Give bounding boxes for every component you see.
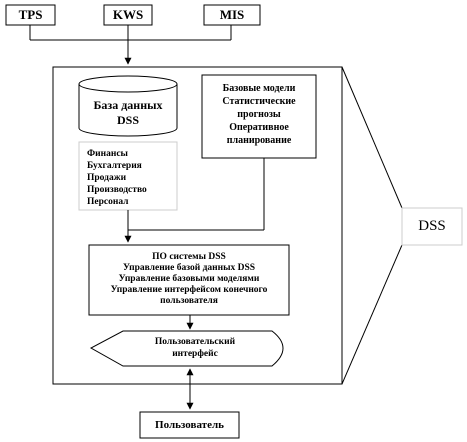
software-label-line: пользователя <box>160 296 218 306</box>
models-label-line: прогнозы <box>237 109 281 120</box>
user-interface-shape <box>89 330 284 367</box>
user-interface-label-line: интерфейс <box>172 349 218 359</box>
user-box <box>139 411 240 439</box>
database-cylinder <box>78 84 178 137</box>
mis-box <box>203 4 261 26</box>
data-category-item: Производство <box>87 185 147 195</box>
dss-label: DSS <box>418 218 446 234</box>
callout-line-top <box>341 66 403 209</box>
dss-label-box <box>401 207 463 246</box>
database-cylinder-top <box>78 75 178 93</box>
models-label: Базовые модели Статистические прогнозы О… <box>202 82 316 147</box>
software-label-line: Управление базовыми моделями <box>118 274 260 284</box>
data-category-item: Финансы <box>87 149 128 159</box>
models-label-line: Оперативное <box>229 122 289 133</box>
kws-label: KWS <box>112 7 144 22</box>
database-label-line: DSS <box>116 113 139 127</box>
data-category-item: Продажи <box>87 173 127 183</box>
database-label-line: База данных <box>93 98 163 112</box>
models-box <box>201 74 317 159</box>
user-interface-label: Пользовательский интерфейс <box>110 336 280 360</box>
software-label-line: Управление интерфейсом конечного <box>110 285 268 295</box>
data-category-item: Бухгалтерия <box>87 161 142 171</box>
user-interface-label-line: Пользовательский <box>154 337 236 347</box>
data-categories-box <box>78 141 178 211</box>
software-label: ПО системы DSS Управление базой данных D… <box>89 252 289 307</box>
tps-label: TPS <box>18 7 43 22</box>
models-label-line: планирование <box>226 135 292 146</box>
software-label-line: Управление базой данных DSS <box>122 263 256 273</box>
software-box <box>88 244 290 316</box>
models-label-line: Базовые модели <box>222 83 296 94</box>
data-category-item: Персонал <box>87 197 129 207</box>
database-label: База данных DSS <box>79 98 177 128</box>
user-label: Пользователь <box>155 419 224 431</box>
callout-line-bottom <box>341 244 403 385</box>
models-label-line: Статистические <box>222 96 296 107</box>
data-categories-list: Финансы Бухгалтерия Продажи Производство… <box>87 148 175 208</box>
mis-label: MIS <box>219 7 245 22</box>
software-label-line: ПО системы DSS <box>152 252 226 262</box>
